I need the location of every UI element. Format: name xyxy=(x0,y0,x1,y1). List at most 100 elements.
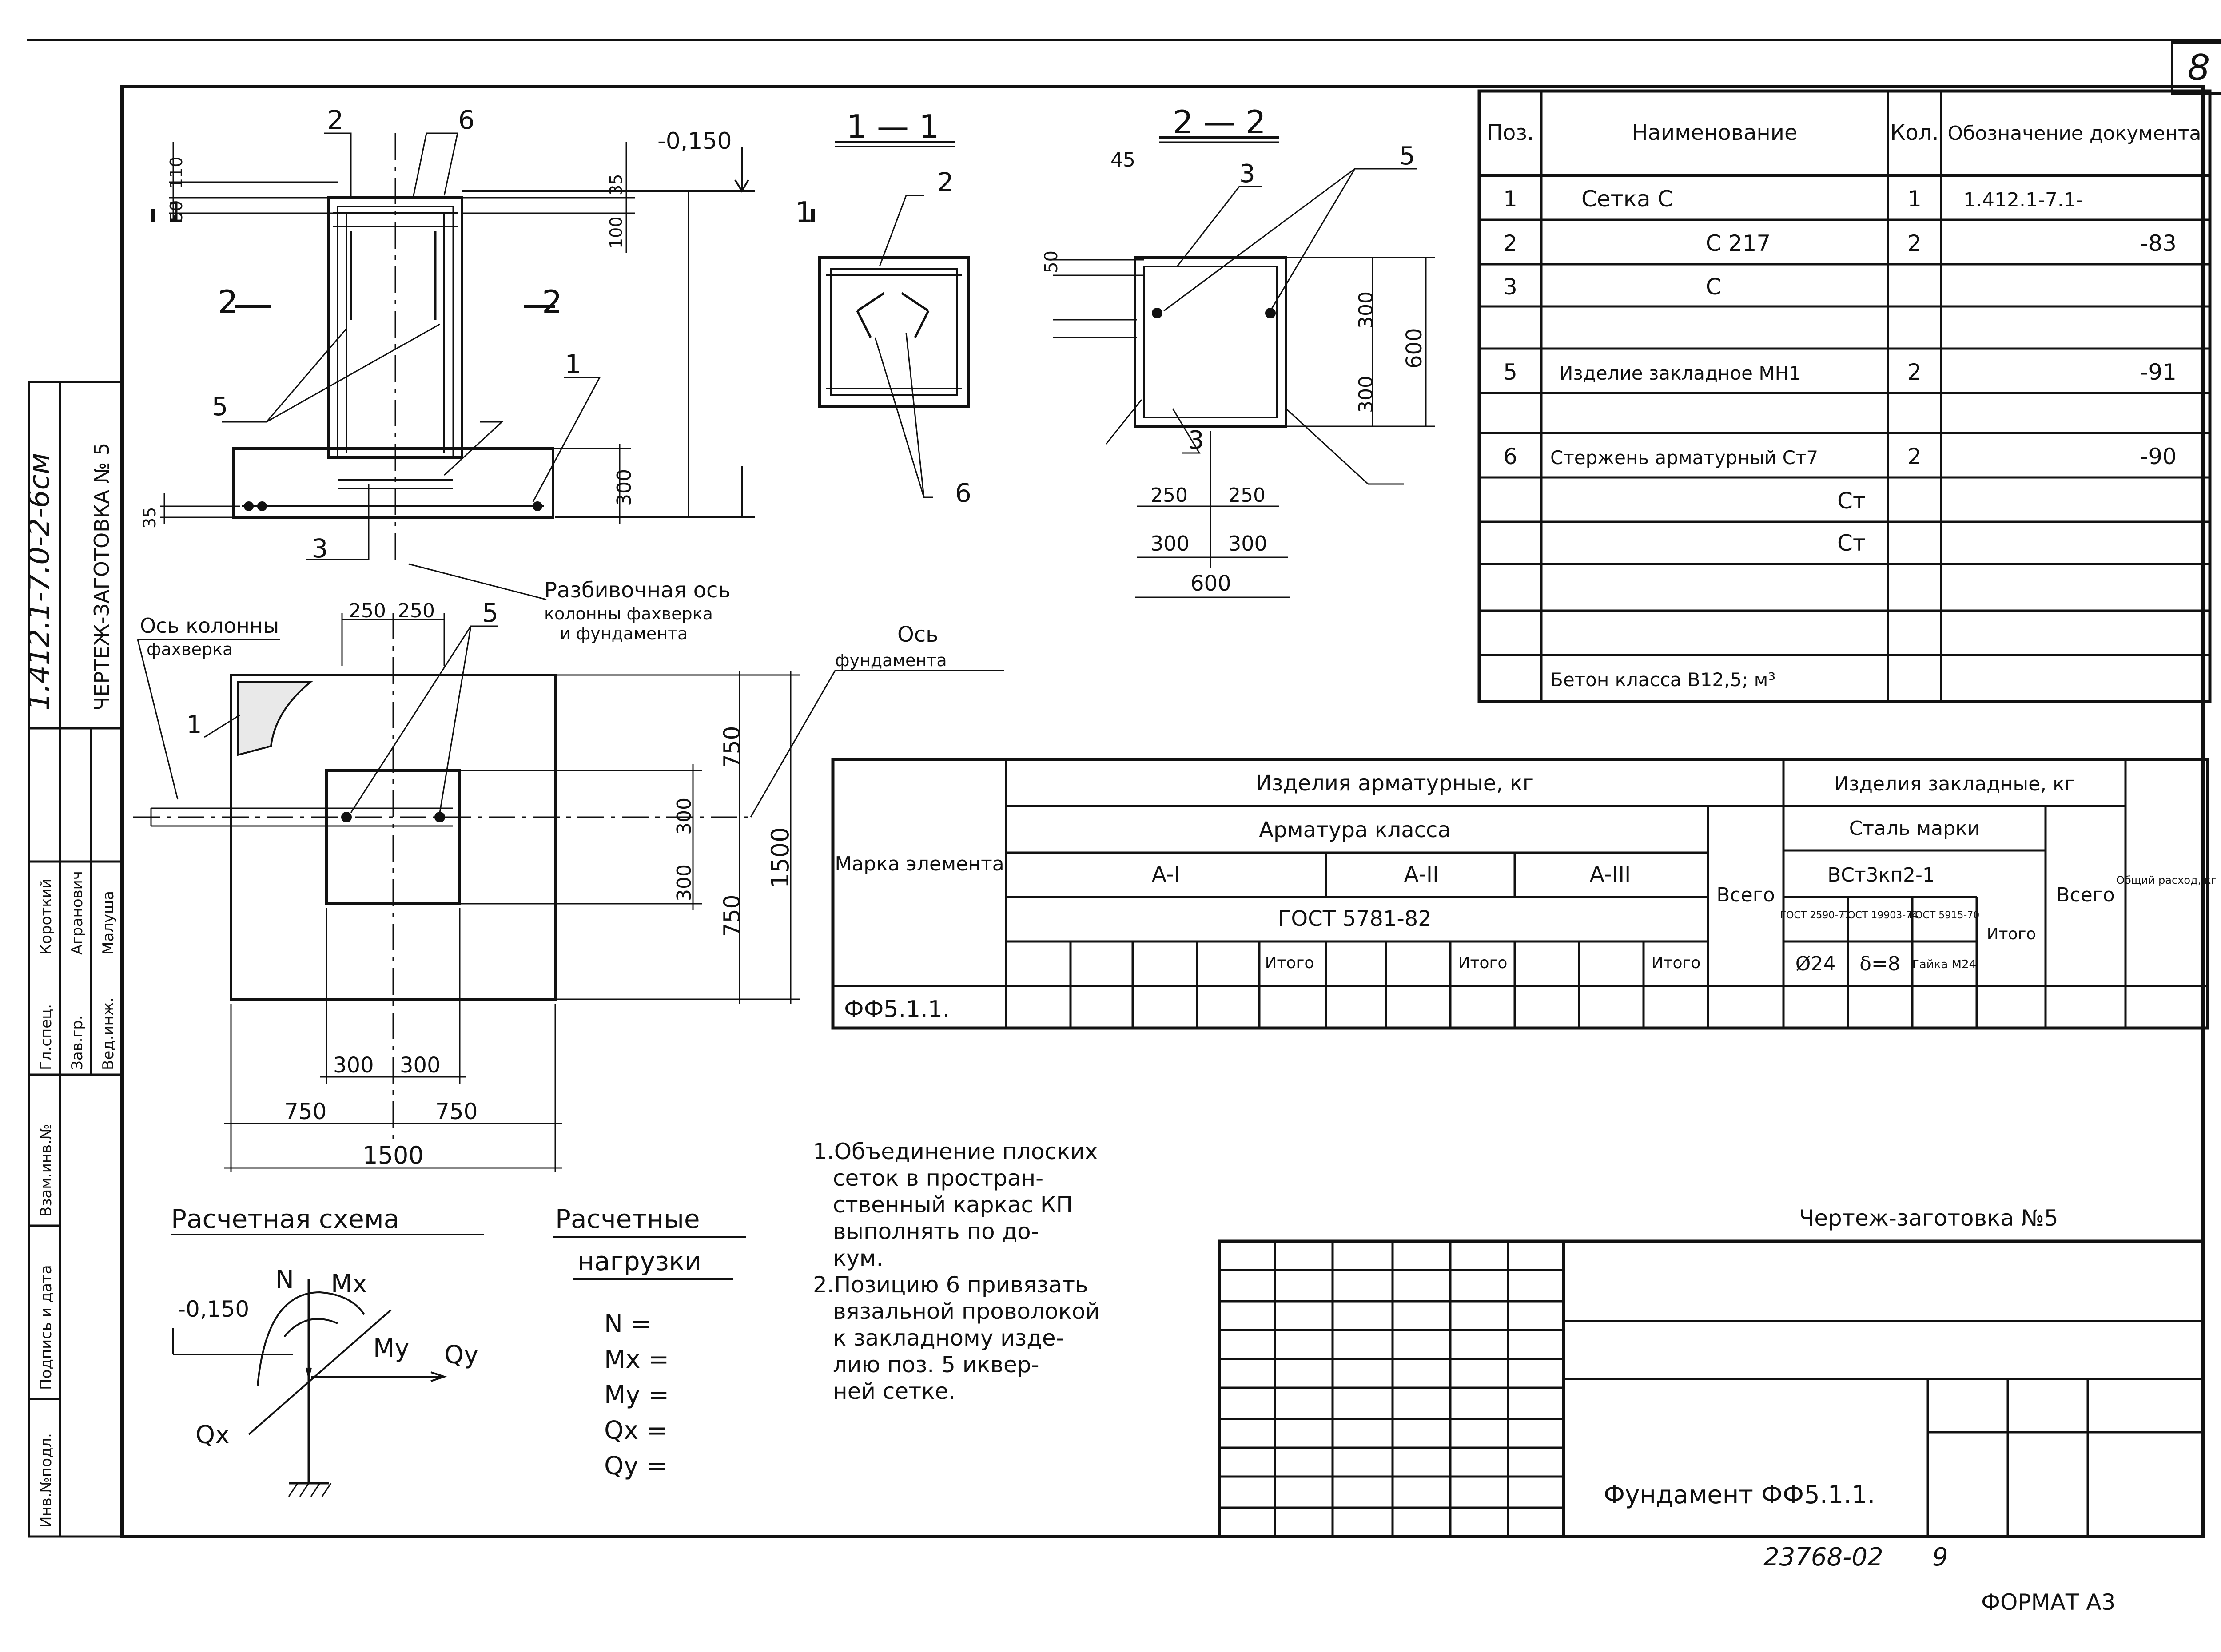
side-label-inventory: Инв.№подл. xyxy=(37,1433,55,1528)
dim-110: 110 xyxy=(167,156,186,189)
loads-item-Qy: Qy = xyxy=(604,1452,667,1481)
side-code: 1.412.1-7.0-2-6см xyxy=(23,453,56,711)
foundation-elevation xyxy=(151,132,815,600)
side-stamp-name-1: Короткий xyxy=(37,878,55,955)
spec-row-2-qty: 2 xyxy=(1907,230,1922,256)
archive-number: 23768-02 xyxy=(1763,1543,1883,1572)
materials-marka: Марка элемента xyxy=(835,853,1004,875)
side-stamp-role-3: Вед.инж. xyxy=(100,997,117,1070)
materials-vsego-embed: Всего xyxy=(2056,884,2114,906)
cut-mark-1-left: 1 xyxy=(167,196,185,229)
materials-itogo-a1: Итого xyxy=(1265,954,1314,972)
foundation-plan xyxy=(133,613,1004,1172)
spec-row-1-qty: 1 xyxy=(1907,186,1922,212)
spec-row-1-name: Сетка С xyxy=(1581,186,1673,212)
materials-gost-19903: ГОСТ 19903-74 xyxy=(1842,910,1918,921)
dim-300-s22-top: 300 xyxy=(1355,291,1377,329)
spec-row-5-qty: 2 xyxy=(1907,359,1922,385)
materials-d8: δ=8 xyxy=(1859,953,1900,975)
dim-600-s22-vert: 600 xyxy=(1402,328,1427,369)
calc-moment-My: My xyxy=(373,1334,409,1363)
materials-steel: Сталь марки xyxy=(1849,817,1980,840)
spec-row-5-name: Изделие закладное МН1 xyxy=(1559,362,1801,384)
section-1-1-title: 1 — 1 xyxy=(846,108,939,145)
loads-item-Qx: Qx = xyxy=(604,1416,667,1445)
callout-2-s11: 2 xyxy=(937,167,954,197)
callout-2-elev: 2 xyxy=(327,105,344,135)
calc-scheme-title: Расчетная схема xyxy=(171,1204,399,1234)
title-block xyxy=(1218,1239,2205,1538)
spec-row-2-pos: 2 xyxy=(1503,230,1517,256)
spec-row-2-name: С 217 xyxy=(1706,230,1771,256)
side-stamp-role-2: Зав.гр. xyxy=(68,1015,86,1070)
dim-250-s22-right: 250 xyxy=(1228,484,1266,507)
spec-header-qty: Кол. xyxy=(1890,120,1938,145)
materials-itogo-a2: Итого xyxy=(1458,954,1508,972)
spec-header-pos: Поз. xyxy=(1487,120,1534,145)
materials-embed-title: Изделия закладные, кг xyxy=(1834,773,2075,795)
dim-35-top: 35 xyxy=(606,174,626,195)
materials-labels: Марка элемента Изделия арматурные, кг Ар… xyxy=(835,771,2217,1023)
note-line-7: вязальной проволокой xyxy=(833,1299,1100,1324)
side-label-signature: Подпись и дата xyxy=(37,1265,55,1390)
calc-moment-Mx: Mx xyxy=(331,1270,367,1299)
spec-row-3-name: С xyxy=(1706,274,1721,300)
dim-750-plan-h-left: 750 xyxy=(284,1099,326,1124)
axis-breakout-label: Разбивочная ось xyxy=(544,578,731,603)
calc-scheme-labels: Расчетная схема -0,150 N Mx My Qy Qx xyxy=(171,1204,478,1449)
spec-row-3-pos: 3 xyxy=(1503,274,1517,300)
note-line-1: 1.Объединение плоских xyxy=(813,1139,1098,1164)
dim-250-s22-left: 250 xyxy=(1150,484,1188,507)
spec-rows: 1 Сетка С 1 1.412.1-7.1- 2 С 217 2 -83 3… xyxy=(1503,186,2177,691)
plan-labels: 250 250 5 1 Ось колонны фахверка Ось фун… xyxy=(140,598,947,1169)
calc-shear-Qy: Qy xyxy=(444,1341,478,1370)
dim-750-plan-v-top: 750 xyxy=(719,726,745,768)
note-line-5: кум. xyxy=(833,1245,883,1271)
callout-1-plan: 1 xyxy=(187,711,202,739)
calc-shear-Qx: Qx xyxy=(195,1421,230,1449)
note-line-9: лию поз. 5 иквер- xyxy=(833,1352,1039,1378)
spec-row-6-doc: -90 xyxy=(2140,444,2177,469)
materials-nut: Гайка М24 xyxy=(1912,958,1976,971)
side-stamp-name-2: Агранович xyxy=(68,871,86,955)
dim-45: 45 xyxy=(1110,149,1135,171)
dim-1500-plan-v: 1500 xyxy=(766,827,794,888)
level-mark-elev: -0,150 xyxy=(657,128,732,155)
calc-force-N: N xyxy=(275,1265,294,1294)
dim-300-plan-h-right: 300 xyxy=(400,1053,441,1078)
dim-35-bottom: 35 xyxy=(140,507,159,528)
dim-600-s22-horiz: 600 xyxy=(1190,571,1231,596)
dim-50-s22: 50 xyxy=(1041,250,1062,273)
spec-row-5-pos: 5 xyxy=(1503,359,1517,385)
dim-50: 50 xyxy=(167,201,186,222)
materials-vsego-reinf: Всего xyxy=(1716,884,1775,906)
spec-row-5-doc: -91 xyxy=(2140,359,2177,385)
side-title: ЧЕРТЕЖ-ЗАГОТОВКА № 5 xyxy=(90,443,114,711)
loads-title-2: нагрузки xyxy=(577,1246,701,1276)
materials-gost-2590: ГОСТ 2590-71 xyxy=(1780,910,1851,921)
axis-column-label: Ось колонны xyxy=(140,614,279,638)
spec-row-8-name: Ст xyxy=(1837,530,1866,556)
spec-row-concrete-name: Бетон класса В12,5; м³ xyxy=(1550,669,1775,691)
callout-1-elev: 1 xyxy=(565,349,581,379)
section-1-1 xyxy=(818,141,970,498)
spec-row-6-pos: 6 xyxy=(1503,444,1517,469)
materials-table xyxy=(831,758,2209,1030)
side-stamp xyxy=(28,381,123,1538)
callout-3-s22: 3 xyxy=(1239,159,1255,188)
spec-header-name: Наименование xyxy=(1632,120,1797,145)
section-2-2-title: 2 — 2 xyxy=(1173,103,1266,141)
dim-300-s22-h-left: 300 xyxy=(1150,532,1190,556)
note-line-6: 2.Позицию 6 привязать xyxy=(813,1272,1088,1298)
callout-6-s11: 6 xyxy=(955,478,971,508)
axis-foundation-sub: фундамента xyxy=(835,651,947,670)
callout-3-s22-bottom: 3 xyxy=(1188,426,1204,455)
elevation-labels: 2 6 5 1 3 1 1 2 2 -0,150 50 110 35 100 3… xyxy=(140,105,813,643)
callout-5-elev: 5 xyxy=(212,391,228,421)
sheet-format: ФОРМАТ А3 xyxy=(1981,1589,2115,1615)
axis-foundation-label: Ось xyxy=(897,622,938,647)
note-line-4: выполнять по до- xyxy=(833,1219,1039,1244)
section-2-2-labels: 2 — 2 3 5 3 45 50 300 300 600 250 250 30… xyxy=(1041,103,1427,596)
dim-750-plan-h-right: 750 xyxy=(435,1099,478,1124)
